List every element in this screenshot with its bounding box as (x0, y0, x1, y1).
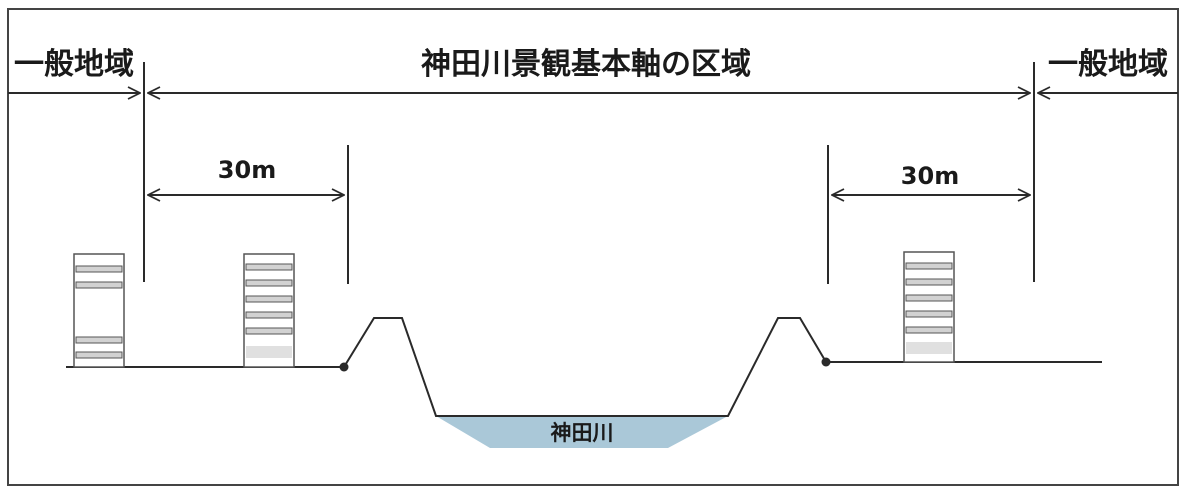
diagram-frame (7, 8, 1179, 486)
river-label: 神田川 (551, 421, 614, 445)
dimension-label-right: 30m (901, 162, 959, 190)
river-water (436, 416, 728, 448)
general-zone-left-label: 一般地域 (14, 47, 134, 82)
kanda-axis-zone-label: 神田川景観基本軸の区域 (421, 47, 751, 82)
ground-embankment-profile (66, 317, 1102, 417)
general-zone-right-label: 一般地域 (1048, 47, 1168, 82)
dimension-label-left: 30m (218, 156, 276, 184)
levee-point-left (339, 362, 349, 372)
building-axis-zone-left (243, 253, 295, 368)
building-general-zone-left (73, 253, 125, 368)
building-axis-zone-right (903, 251, 955, 363)
levee-point-right (821, 357, 831, 367)
